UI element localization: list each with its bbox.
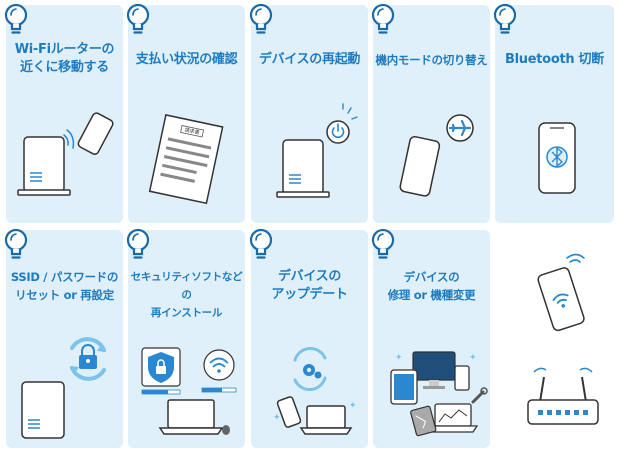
sparkle-icon: ✦	[273, 413, 281, 423]
document-icon	[148, 114, 224, 205]
lightbulb-icon	[126, 3, 150, 34]
smartphone-icon	[537, 267, 585, 332]
lightbulb-icon	[493, 3, 517, 34]
broken-phone-icon	[410, 405, 437, 437]
update-illustration: ✦ ✦	[273, 347, 357, 435]
laptop-icon	[427, 403, 479, 433]
card-move-near-router[interactable]: Wi-Fiルーターの近くに移動する	[4, 3, 123, 223]
smartphone-icon	[454, 365, 470, 391]
router-icon	[17, 136, 71, 196]
security-reinstall-illustration	[141, 347, 237, 435]
lightbulb-icon	[249, 3, 273, 34]
smartphone-icon	[77, 112, 114, 155]
card-title: 機内モードの切り替え	[375, 53, 488, 67]
card-title: デバイスの修理 or 機種変更	[387, 270, 476, 302]
wifi-router-icon	[527, 367, 599, 425]
mouse-icon	[222, 425, 230, 435]
card-reinstall-security[interactable]: セキュリティソフトなどの再インストール	[126, 228, 245, 448]
card-title: セキュリティソフトなどの再インストール	[130, 271, 243, 319]
lightbulb-icon	[126, 228, 150, 259]
card-title: Bluetooth 切断	[505, 52, 604, 67]
smartphone-icon	[276, 396, 302, 428]
lock-icon	[79, 344, 97, 369]
card-title: デバイスのアップデート	[271, 269, 348, 302]
smartphone-icon	[399, 135, 441, 197]
laptop-icon	[299, 405, 353, 435]
card-title: SSID / パスワードのリセット or 再設定	[10, 270, 119, 302]
card-title: デバイスの再起動	[258, 52, 361, 67]
invoice-header: 請求書	[184, 126, 200, 136]
tablet-icon	[390, 369, 418, 405]
lightbulb-icon	[4, 3, 28, 34]
invoice-illustration: 請求書	[148, 114, 224, 205]
power-icon	[326, 103, 358, 144]
ssid-reset-illustration	[21, 337, 106, 439]
card-ssid-password-reset[interactable]: SSID / パスワードのリセット or 再設定	[4, 228, 123, 448]
wifi-icon	[566, 253, 585, 263]
card-title: 支払い状況の確認	[135, 52, 238, 67]
card-title: Wi-Fiルーターの近くに移動する	[14, 42, 115, 75]
lightbulb-icon	[371, 228, 395, 259]
lightbulb-icon	[371, 3, 395, 34]
airplane-mode-illustration	[399, 114, 474, 197]
sparkle-icon: ✦	[395, 353, 403, 363]
repair-illustration: ✦ ✦	[390, 351, 488, 437]
wrench-icon	[471, 387, 488, 404]
shield-icon	[141, 347, 181, 395]
gear-icon	[303, 364, 322, 379]
sparkle-icon: ✦	[469, 353, 477, 363]
bluetooth-icon	[546, 146, 568, 168]
card-check-payment[interactable]: 支払い状況の確認 請求書	[126, 3, 245, 223]
wifi-icon	[63, 129, 75, 149]
laptop-icon	[158, 399, 224, 435]
router-phone-illustration	[17, 112, 114, 196]
card-airplane-mode[interactable]: 機内モードの切り替え	[371, 3, 490, 223]
monitor-icon	[412, 351, 456, 389]
card-device-update[interactable]: デバイスのアップデート ✦ ✦	[249, 228, 368, 448]
wifi-icon	[201, 349, 237, 393]
wifi-devices-illustration	[527, 253, 599, 425]
bluetooth-illustration	[538, 122, 576, 194]
router-icon	[276, 139, 330, 198]
sparkle-icon: ✦	[349, 401, 357, 411]
card-bluetooth-disconnect[interactable]: Bluetooth 切断	[493, 3, 614, 223]
lightbulb-icon	[249, 228, 273, 259]
lightbulb-icon	[4, 228, 28, 259]
sync-icon	[293, 347, 327, 391]
restart-illustration	[276, 103, 358, 198]
card-repair-or-replace[interactable]: デバイスの修理 or 機種変更 ✦ ✦	[371, 228, 490, 448]
card-restart-device[interactable]: デバイスの再起動	[249, 3, 368, 223]
airplane-icon	[446, 114, 474, 142]
router-icon	[21, 381, 65, 439]
